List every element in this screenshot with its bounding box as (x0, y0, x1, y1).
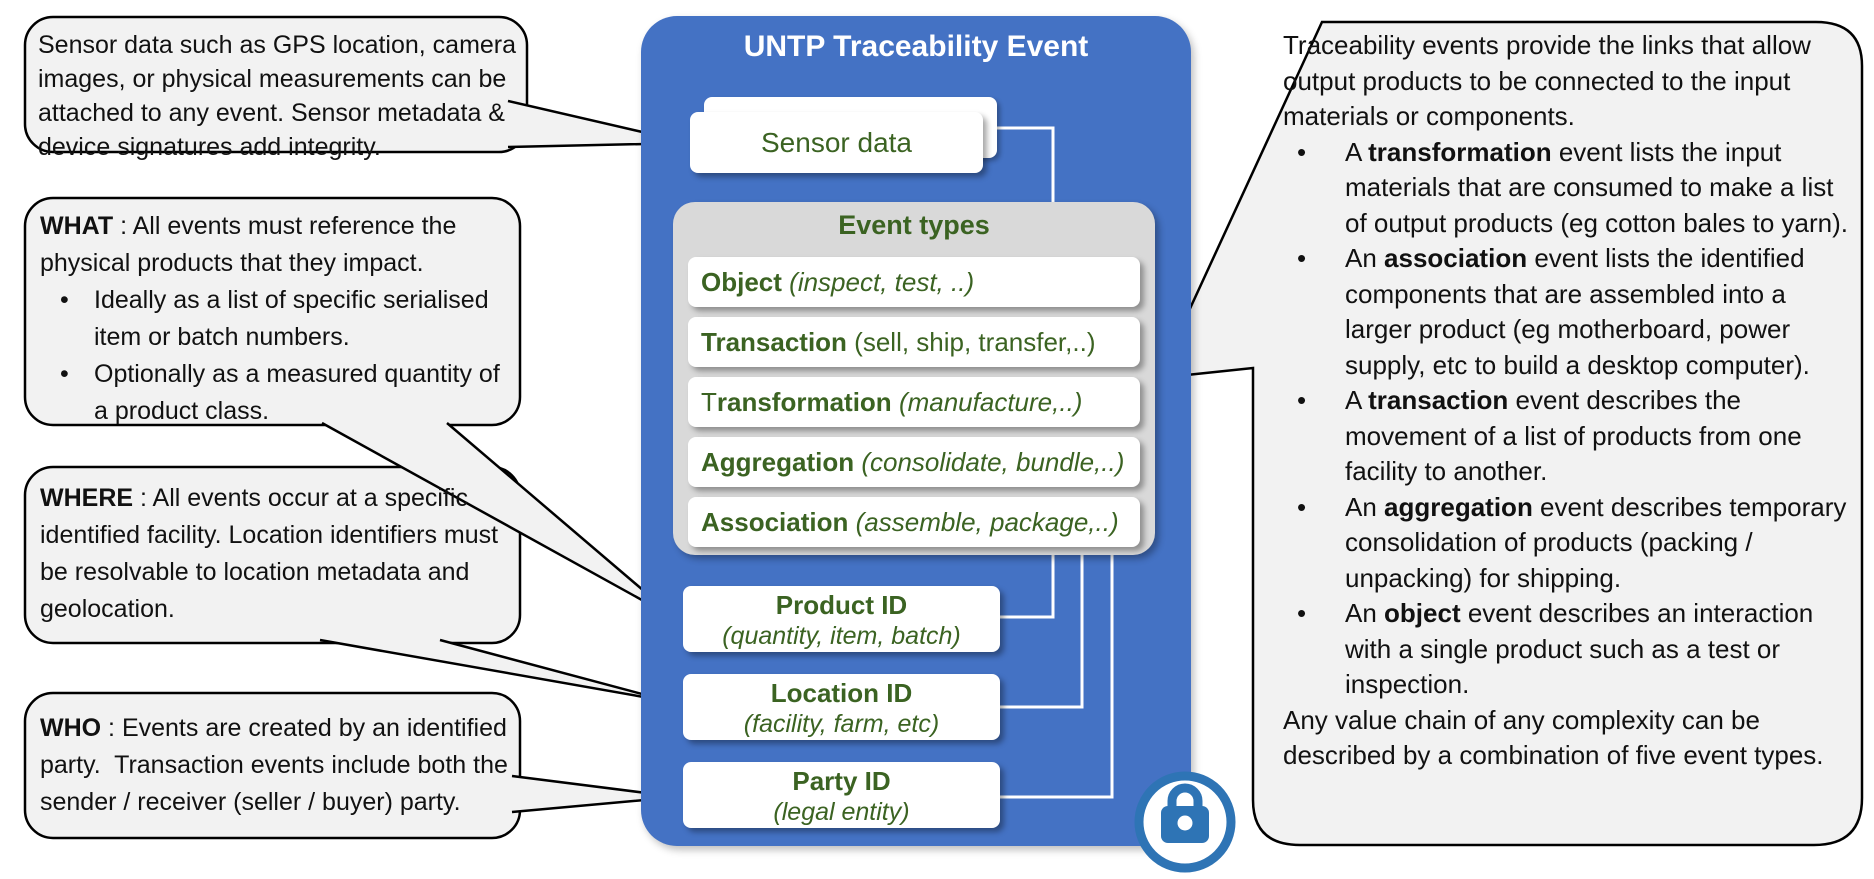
bullet-icon: • (1297, 136, 1307, 167)
location-id-detail: (facility, farm, etc) (743, 710, 940, 738)
product-id-detail: (quantity, item, batch) (722, 622, 961, 650)
location-id-box: Location ID (facility, farm, etc) (683, 674, 1000, 740)
right-bullet-aggregation: • An aggregation event describes tempora… (1283, 490, 1849, 597)
rest: event lists the input materials that are… (1345, 136, 1848, 238)
right-bubble-intro: Traceability events provide the links th… (1283, 30, 1811, 131)
right-bullet-association-text: An association event lists the identifie… (1345, 241, 1849, 383)
what-bullet-2: • Optionally as a measured quantity of a… (40, 356, 508, 430)
what-bullet-1: • Ideally as a list of specific serialis… (40, 282, 508, 356)
who-keyword: WHO (40, 714, 102, 742)
sensor-callout-text: Sensor data such as GPS location, camera… (38, 31, 517, 161)
right-bullet-transformation-text: A transformation event lists the input m… (1345, 135, 1849, 242)
party-id-name: Party ID (792, 766, 891, 796)
event-row-object-name: Object (701, 267, 782, 297)
who-callout-text: WHO : Events are created by an identifie… (40, 710, 512, 821)
sensor-data-label: Sensor data (761, 126, 912, 158)
product-id-box: Product ID (quantity, item, batch) (683, 586, 1000, 652)
event-row-object-detail: (inspect, test, ..) (789, 267, 975, 297)
right-bullet-aggregation-text: An aggregation event describes temporary… (1345, 490, 1849, 597)
event-row-aggregation: Aggregation (consolidate, bundle,..) (688, 437, 1140, 487)
event-types-header: Event types (838, 210, 990, 240)
what-keyword: WHAT (40, 212, 114, 240)
bullet-icon: • (60, 360, 69, 388)
right-bullet-transformation: • A transformation event lists the input… (1283, 135, 1849, 242)
pre: An (1345, 598, 1385, 628)
where-callout-bubble (23, 465, 522, 645)
event-row-object: Object (inspect, test, ..) (688, 257, 1140, 307)
right-bullet-transaction: • A transaction event describes the move… (1283, 383, 1849, 490)
right-bullet-object: • An object event describes an interacti… (1283, 596, 1849, 703)
who-sep: : (101, 714, 122, 742)
right-bullet-object-text: An object event describes an interaction… (1345, 596, 1849, 703)
who-body: Events are created by an identified part… (40, 714, 508, 816)
where-keyword: WHERE (40, 484, 134, 512)
pre: An (1345, 243, 1385, 273)
bullet-icon: • (1297, 491, 1307, 522)
event-row-aggregation-name: Aggregation (701, 447, 855, 477)
bullet-icon: • (1297, 598, 1307, 628)
event-row-transaction: Transaction (sell, ship, transfer,..) (688, 317, 1140, 367)
where-sep: : (133, 484, 153, 512)
sensor-callout-bubble (23, 15, 529, 154)
event-row-transaction-name: Transaction (701, 327, 847, 357)
keyword: object (1384, 598, 1461, 628)
right-bullet-transaction-text: A transaction event describes the moveme… (1345, 383, 1849, 490)
pre: A (1345, 136, 1369, 167)
rest: event describes an interaction with a si… (1345, 598, 1814, 699)
what-bullet-2-text: Optionally as a measured quantity of a p… (94, 360, 500, 425)
keyword: transaction (1368, 385, 1509, 415)
keyword: transformation (1368, 136, 1552, 167)
product-id-name: Product ID (775, 590, 908, 620)
bullet-icon: • (60, 286, 69, 314)
bullet-icon: • (1297, 385, 1307, 415)
party-id-detail: (legal entity) (773, 798, 910, 826)
sensor-connector-line (980, 126, 1055, 204)
what-body: All events must reference the physical p… (40, 212, 457, 277)
sensor-data-box: Sensor data (690, 112, 983, 173)
event-row-transformation: Transformation (manufacture,..) (688, 377, 1140, 427)
location-id-name: Location ID (770, 678, 913, 708)
event-row-aggregation-detail: (consolidate, bundle,..) (861, 447, 1125, 477)
what-sep: : (113, 212, 133, 240)
event-row-transformation-name-rest: ransformation (716, 387, 892, 417)
event-row-association-name: Association (701, 507, 849, 537)
keyword: association (1384, 243, 1528, 273)
what-callout-lead: WHAT : All events must reference the phy… (40, 208, 508, 282)
panel-title: UNTP Traceability Event (743, 30, 1089, 63)
what-callout-bubble (23, 196, 522, 427)
event-row-transaction-detail: (sell, ship, transfer,..) (854, 327, 1096, 357)
event-types-callout-text: Traceability events provide the links th… (1283, 28, 1849, 774)
keyword: aggregation (1384, 491, 1533, 522)
event-row-association-detail: (assemble, package,..) (855, 507, 1119, 537)
event-row-association: Association (assemble, package,..) (688, 497, 1140, 547)
location-id-connector-line (998, 553, 1084, 709)
event-types-callout-bubble (1155, 20, 1864, 847)
pre: An (1345, 491, 1385, 522)
what-callout-text: WHAT : All events must reference the phy… (40, 208, 508, 430)
pre: A (1345, 385, 1369, 415)
right-bullet-association: • An association event lists the identif… (1283, 241, 1849, 383)
where-body: All events occur at a specific identifie… (40, 484, 499, 623)
rest: event describes the movement of a list o… (1345, 385, 1802, 486)
bullet-icon: • (1297, 243, 1307, 273)
where-callout-text: WHERE : All events occur at a specific i… (40, 480, 508, 628)
what-bullet-1-text: Ideally as a list of specific serialised… (94, 286, 489, 351)
rest: event lists the identified components th… (1345, 243, 1810, 380)
who-callout-bubble (23, 691, 522, 840)
right-bubble-outro: Any value chain of any complexity can be… (1283, 704, 1824, 771)
event-row-transformation-detail: (manufacture,..) (898, 387, 1083, 417)
rest: event describes temporary consolidation … (1345, 491, 1847, 593)
party-id-box: Party ID (legal entity) (683, 762, 1000, 828)
party-id-connector-line (998, 553, 1114, 799)
event-row-transformation-name-first: T (701, 387, 717, 417)
product-id-connector-line (998, 553, 1055, 619)
